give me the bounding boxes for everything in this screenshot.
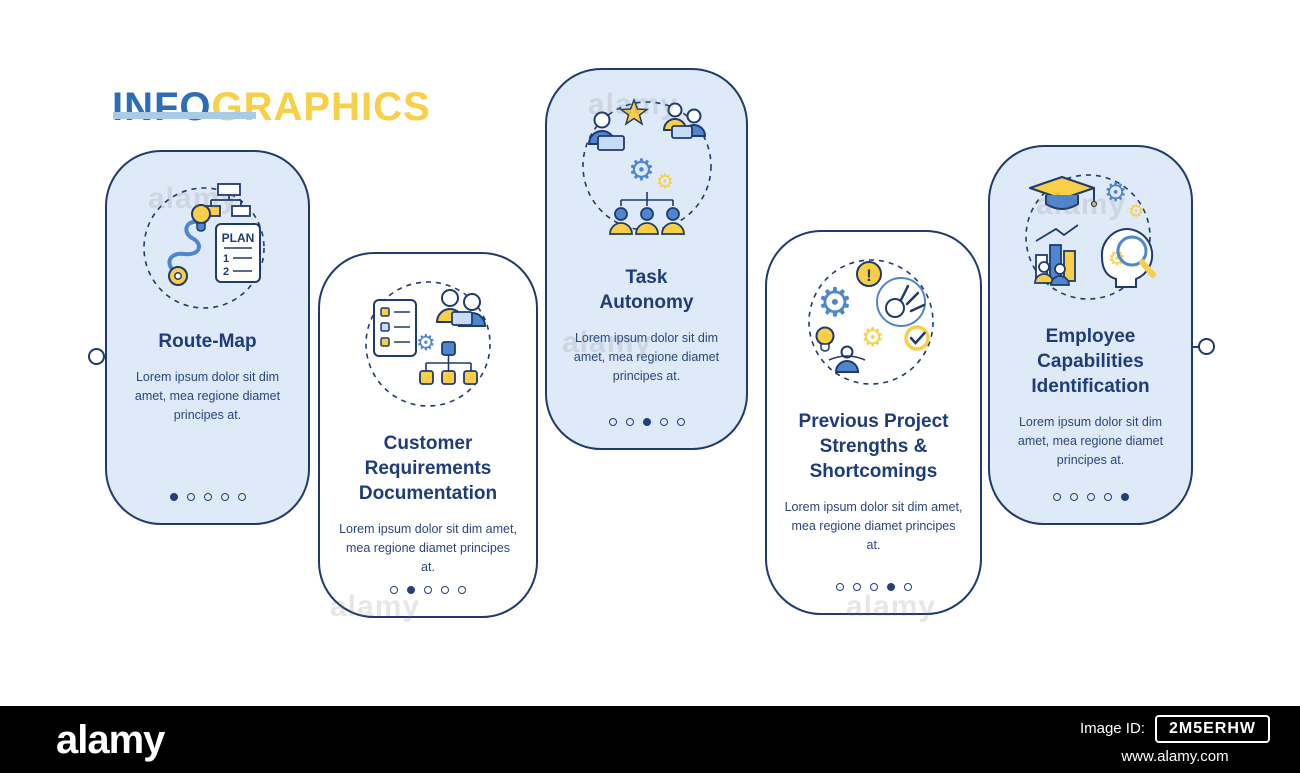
svg-text:1: 1 [223,253,229,265]
image-id-value: 2M5ERHW [1154,714,1270,743]
employee-capabilities-icon-svg: ⚙ ⚙ ⚙ [1024,174,1156,300]
dot [186,493,195,501]
dot [625,418,634,426]
svg-text:⚙: ⚙ [861,323,884,353]
task-autonomy-icon: ⚙ ⚙ [572,88,722,261]
alamy-url: www.alamy.com [1121,747,1229,765]
title-info-part: INFO [112,84,212,129]
card-body-text: Lorem ipsum dolor sit dim amet, mea regi… [573,331,720,383]
card-title: Task Autonomy [599,267,694,314]
dot [1103,493,1112,501]
previous-project-icon-svg: ⚙ ! ⚙ [807,259,934,385]
page-title: INFOGRAPHICS [112,87,431,127]
right-connector-ring [1198,338,1215,355]
customer-requirements-icon-svg: ⚙ [365,281,491,407]
card-task-autonomy: ⚙ ⚙ Task Autonomy Lorem ipsum dolor sit … [545,68,748,450]
dot [220,493,229,501]
dot [608,418,617,426]
dot [237,493,246,501]
dot [441,586,449,595]
svg-text:⚙: ⚙ [1104,178,1127,208]
card-title: Employee Capabilities Identification [1031,326,1150,398]
pagination-dots [169,483,246,501]
dot [390,586,398,595]
card-title: Route-Map [158,331,257,352]
route-map-icon: PLAN 1 2 [138,170,278,325]
card-body-text: Lorem ipsum dolor sit dim amet, mea regi… [134,370,281,422]
dot [1086,493,1095,501]
pagination-dots [390,576,466,595]
title-graphics-part: GRAPHICS [211,84,431,129]
dot [1069,493,1078,501]
dot [869,583,878,591]
employee-capabilities-icon: ⚙ ⚙ ⚙ [1016,165,1166,320]
dot [835,583,844,591]
card-title: Previous Project Strengths & Shortcoming… [798,411,949,483]
pagination-dots [608,408,685,426]
svg-text:PLAN: PLAN [221,231,254,245]
dot [407,586,415,595]
route-map-icon-svg: PLAN 1 2 [142,183,265,309]
svg-text:⚙: ⚙ [628,153,655,188]
card-body-text: Lorem ipsum dolor sit dim amet, mea regi… [339,522,517,574]
dot [169,493,178,501]
dot [1052,493,1061,501]
dot [903,583,912,591]
svg-text:⚙: ⚙ [656,169,674,193]
card-previous-project: ⚙ ! ⚙ Previous Project Strengths & Short… [765,230,982,615]
card-route-map: PLAN 1 2 Route-Map Lorem ipsum dolor sit… [105,150,310,525]
dot [203,493,212,501]
dot [659,418,668,426]
task-autonomy-icon-svg: ⚙ ⚙ [581,97,712,235]
svg-text:⚙: ⚙ [416,331,436,356]
pagination-dots [835,573,912,591]
card-title: Customer Requirements Documentation [358,433,498,505]
alamy-logo: alamy [56,717,165,762]
svg-text:⚙: ⚙ [817,280,853,326]
dot [458,586,466,595]
svg-text:2: 2 [223,266,229,278]
title-underline-bar [113,112,256,119]
pagination-dots [1052,483,1129,501]
svg-text:⚙: ⚙ [1128,201,1144,222]
dot [886,583,895,591]
dot [642,418,651,426]
card-body-text: Lorem ipsum dolor sit dim amet, mea regi… [1017,415,1164,467]
customer-requirements-icon: ⚙ [358,272,498,427]
right-connector-line [1191,346,1199,348]
footer-bar: alamy Image ID: 2M5ERHW www.alamy.com [0,706,1300,773]
dot [1120,493,1129,501]
svg-text:!: ! [866,266,872,285]
card-body-text: Lorem ipsum dolor sit dim amet, mea regi… [784,500,963,552]
dot [676,418,685,426]
svg-text:⚙: ⚙ [1108,246,1126,270]
image-id-label: Image ID: [1079,720,1145,737]
dot [424,586,432,595]
card-customer-requirements: ⚙ Customer Requirements Documentation Lo… [318,252,538,618]
footer-image-info: Image ID: 2M5ERHW www.alamy.com [1079,714,1270,765]
dot [852,583,861,591]
previous-project-icon: ⚙ ! ⚙ [799,250,949,405]
card-employee-capabilities: ⚙ ⚙ ⚙ Employee Capabilities Identificati… [988,145,1193,525]
